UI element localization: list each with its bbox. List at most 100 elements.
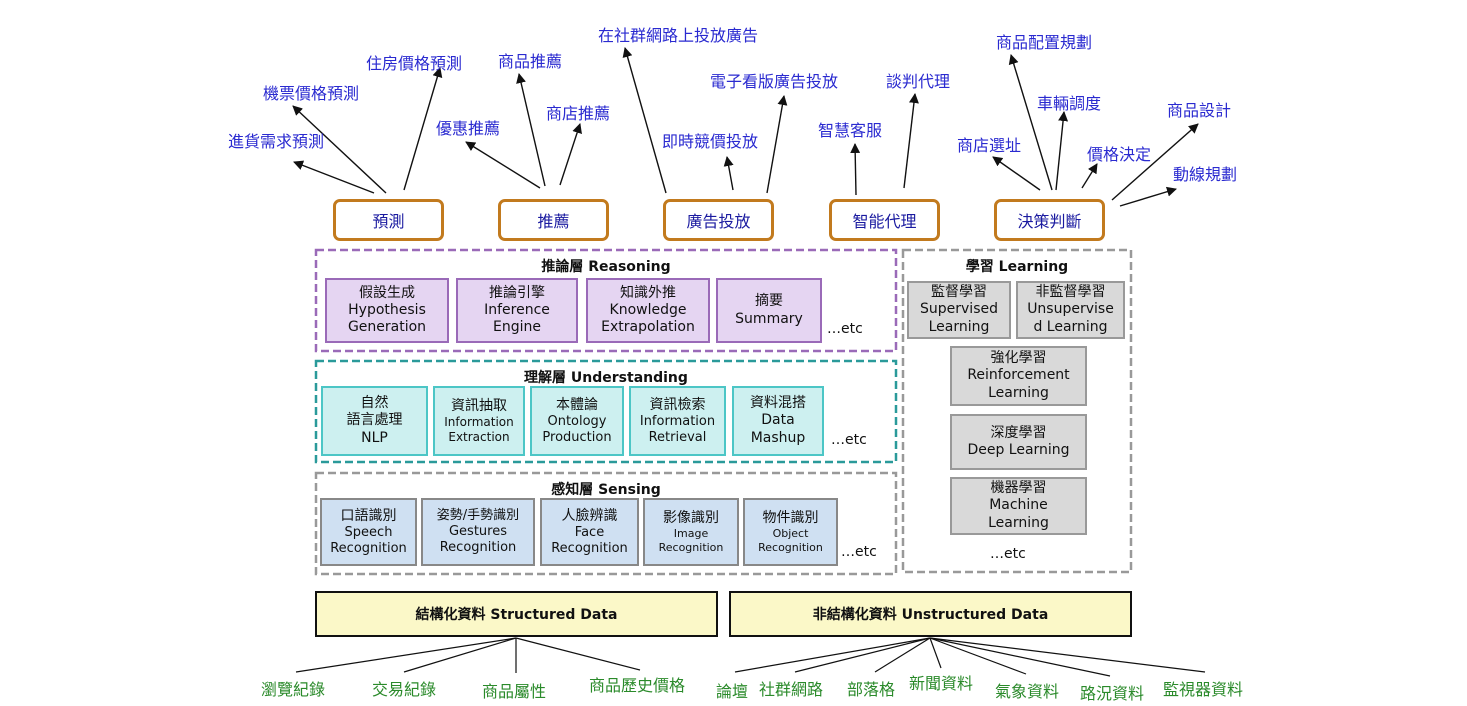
learning-module-machine: 機器學習 Machine Learning (950, 477, 1087, 535)
app-category-ads: 廣告投放 (663, 199, 774, 241)
module-label-zh: 資訊檢索 (649, 396, 706, 413)
module-label-en: Hypothesis (348, 301, 426, 318)
application-arrow (1081, 163, 1098, 189)
structured-source-line (515, 637, 641, 671)
structured-source-line (295, 637, 517, 673)
unstructured-source-4: 氣象資料 (995, 682, 1060, 701)
module-label-en: Ontology (547, 413, 607, 429)
reasoning-module-hypothesis: 假設生成 Hypothesis Generation (325, 278, 449, 343)
module-label-en: Extrapolation (601, 319, 695, 336)
module-label-zh: 推論引擎 (489, 284, 545, 301)
module-label-en: Mashup (750, 429, 806, 446)
module-label-zh: 機器學習 (990, 480, 1047, 497)
module-label-en: Gestures (448, 524, 507, 540)
module-label-en: Retrieval (648, 429, 707, 445)
module-label-zh: 影像識別 (663, 510, 719, 527)
module-label-en: Speech (344, 524, 393, 540)
module-label-zh: 摘要 (755, 293, 783, 310)
module-label-en: Reinforcement (967, 367, 1070, 384)
module-label-zh: 語言處理 (346, 412, 403, 429)
understanding-module-mashup: 資料混搭 Data Mashup (732, 386, 824, 456)
module-label-en: Inference (484, 301, 550, 318)
module-label-en: Deep Learning (967, 442, 1070, 458)
app-decision-item-2: 車輛調度 (1037, 94, 1102, 113)
module-label-en: Data (761, 412, 795, 429)
understanding-layer-title: 理解層 Understanding (524, 370, 688, 386)
structured-source-1: 交易紀錄 (372, 680, 437, 699)
unstructured-source-line (874, 637, 931, 673)
app-ads-item-2: 電子看版廣告投放 (710, 72, 839, 91)
module-label-en: Supervised (920, 301, 998, 318)
module-label-zh: 本體論 (556, 396, 598, 413)
module-label-en: Recognition (551, 540, 628, 556)
module-label-zh: 自然 (360, 395, 389, 412)
unstructured-source-0: 論壇 (716, 682, 749, 701)
application-arrow (516, 73, 546, 187)
app-predict-item-1: 機票價格預測 (263, 84, 360, 103)
module-label-en: Learning (928, 318, 990, 335)
unstructured-source-2: 部落格 (847, 680, 896, 699)
structured-source-0: 瀏覽紀錄 (261, 680, 326, 699)
app-decision-item-0: 商店選址 (957, 136, 1022, 155)
module-label-en: Information (639, 413, 716, 429)
understanding-etc: …etc (831, 432, 867, 448)
application-arrow (1008, 54, 1053, 191)
module-label-en: NLP (361, 429, 388, 446)
application-arrow (465, 141, 541, 189)
app-category-agent: 智能代理 (829, 199, 940, 241)
module-label-zh: 知識外推 (620, 284, 676, 301)
module-label-en: Face (574, 524, 605, 540)
application-arrow (992, 156, 1041, 191)
application-arrow (1111, 123, 1199, 201)
module-label-en: Information (444, 414, 514, 429)
module-label-en: Summary (735, 310, 803, 327)
module-label-en: Recognition (330, 540, 407, 556)
module-label-en: Production (542, 429, 612, 445)
reasoning-module-inference: 推論引擎 Inference Engine (456, 278, 578, 343)
module-label-en: Machine (989, 497, 1048, 514)
unstructured-source-3: 新聞資料 (909, 674, 974, 693)
learning-panel: 學習 Learning (903, 250, 1131, 572)
structured-source-2: 商品屬性 (482, 682, 547, 701)
module-label-zh: 口語識別 (340, 507, 397, 524)
understanding-module-nlp: 自然 語言處理 NLP (321, 386, 428, 456)
module-label-zh: 資訊抽取 (451, 397, 507, 414)
module-label-en: Recognition (658, 540, 724, 554)
unstructured-source-line (929, 637, 1027, 675)
app-recommend-item-2: 商店推薦 (546, 104, 611, 123)
module-label-en: Recognition (439, 539, 517, 555)
application-arrow (559, 123, 582, 186)
structured-source-3: 商品歷史價格 (589, 676, 686, 695)
app-decision-item-1: 商品配置規劃 (996, 33, 1093, 52)
reasoning-etc: …etc (827, 321, 863, 337)
sensing-module-object: 物件識別 Object Recognition (743, 498, 838, 566)
unstructured-source-5: 路況資料 (1080, 684, 1145, 703)
sensing-module-speech: 口語識別 Speech Recognition (320, 498, 417, 566)
understanding-module-ontology: 本體論 Ontology Production (530, 386, 624, 456)
application-arrow (766, 95, 788, 194)
application-arrow (903, 93, 919, 189)
app-decision-item-4: 商品設計 (1167, 101, 1232, 120)
unstructured-source-line (929, 637, 1206, 673)
module-label-en: Generation (347, 319, 427, 336)
sensing-etc: …etc (841, 544, 877, 560)
learning-module-supervised: 監督學習 Supervised Learning (907, 281, 1011, 339)
sensing-layer-title: 感知層 Sensing (551, 482, 661, 498)
unstructured-source-6: 監視器資料 (1163, 680, 1244, 699)
module-label-zh: 物件識別 (762, 510, 819, 527)
application-arrow (723, 156, 734, 191)
application-arrow (850, 143, 861, 196)
module-label-en: Learning (988, 384, 1049, 401)
app-predict-item-0: 進貨需求預測 (228, 132, 325, 151)
reasoning-module-knowledge: 知識外推 Knowledge Extrapolation (586, 278, 710, 343)
application-arrow (403, 67, 443, 191)
module-label-en: Object (772, 527, 809, 541)
unstructured-source-line (929, 637, 1111, 677)
structured-source-line (403, 637, 517, 673)
learning-etc: …etc (990, 546, 1026, 562)
sensing-layer: 感知層 Sensing (316, 473, 896, 574)
application-arrow (1055, 111, 1069, 191)
sensing-module-gestures: 姿勢/手勢識別 Gestures Recognition (421, 498, 535, 566)
module-label-en: Extraction (448, 429, 510, 444)
